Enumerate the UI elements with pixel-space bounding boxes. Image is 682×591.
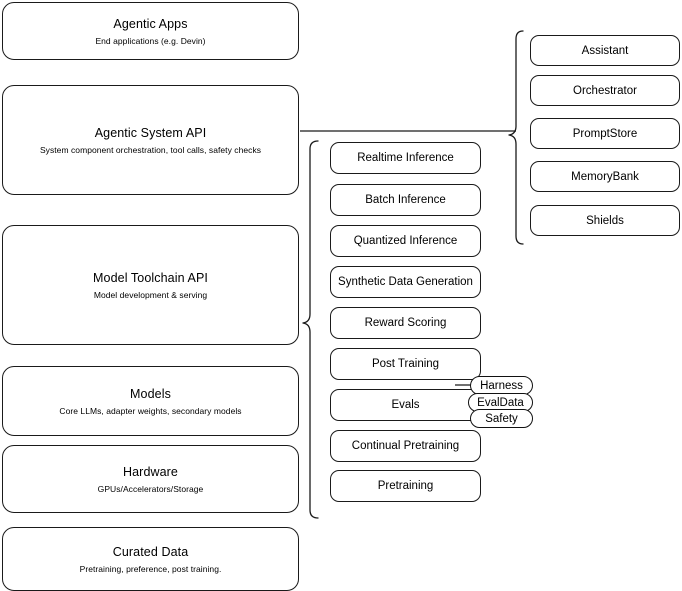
capability-label: Reward Scoring (364, 317, 447, 329)
layer-agentic-system-api[interactable]: Agentic System API System component orch… (2, 85, 299, 195)
capability-reward-scoring[interactable]: Reward Scoring (330, 307, 481, 339)
capability-evals[interactable]: Evals (330, 389, 481, 421)
layer-title: Models (130, 386, 171, 401)
layer-title: Model Toolchain API (93, 270, 208, 285)
evals-pill-label: EvalData (477, 396, 524, 409)
evals-pill-safety[interactable]: Safety (470, 409, 533, 428)
component-shields[interactable]: Shields (530, 205, 680, 236)
layer-title: Curated Data (112, 544, 189, 559)
layer-title: Agentic System API (94, 125, 207, 140)
component-promptstore[interactable]: PromptStore (530, 118, 680, 149)
component-memorybank[interactable]: MemoryBank (530, 161, 680, 192)
evals-pill-evaldata[interactable]: EvalData (468, 393, 533, 412)
evals-pill-label: Safety (485, 412, 518, 425)
layer-hardware[interactable]: Hardware GPUs/Accelerators/Storage (2, 445, 299, 513)
capability-label: Evals (391, 399, 420, 411)
capability-pretraining[interactable]: Pretraining (330, 470, 481, 502)
component-label: Assistant (581, 44, 629, 57)
capability-label: Batch Inference (365, 194, 446, 206)
layer-subtitle: Model development & serving (93, 289, 208, 300)
capability-synthetic-data-generation[interactable]: Synthetic Data Generation (330, 266, 481, 298)
layer-agentic-apps[interactable]: Agentic Apps End applications (e.g. Devi… (2, 2, 299, 60)
layer-subtitle: System component orchestration, tool cal… (39, 144, 262, 155)
layer-model-toolchain-api[interactable]: Model Toolchain API Model development & … (2, 225, 299, 345)
layer-subtitle: Pretraining, preference, post training. (79, 563, 222, 574)
capability-batch-inference[interactable]: Batch Inference (330, 184, 481, 216)
component-label: PromptStore (572, 127, 638, 140)
capability-quantized-inference[interactable]: Quantized Inference (330, 225, 481, 257)
capability-realtime-inference[interactable]: Realtime Inference (330, 142, 481, 174)
component-label: Shields (586, 214, 624, 227)
layer-models[interactable]: Models Core LLMs, adapter weights, secon… (2, 366, 299, 436)
capability-label: Realtime Inference (357, 152, 454, 164)
layer-title: Agentic Apps (113, 16, 188, 31)
layer-subtitle: Core LLMs, adapter weights, secondary mo… (59, 405, 242, 416)
evals-pill-label: Harness (480, 379, 523, 392)
capability-label: Post Training (371, 358, 440, 370)
component-label: MemoryBank (571, 170, 639, 183)
layer-subtitle: End applications (e.g. Devin) (95, 35, 206, 46)
component-label: Orchestrator (573, 84, 637, 97)
evals-pill-harness[interactable]: Harness (470, 376, 533, 395)
capability-post-training[interactable]: Post Training (330, 348, 481, 380)
layer-curated-data[interactable]: Curated Data Pretraining, preference, po… (2, 527, 299, 591)
layer-subtitle: GPUs/Accelerators/Storage (97, 483, 204, 494)
component-assistant[interactable]: Assistant (530, 35, 680, 66)
capability-label: Continual Pretraining (351, 440, 460, 452)
layer-title: Hardware (123, 464, 178, 479)
capability-label: Pretraining (377, 480, 434, 492)
component-orchestrator[interactable]: Orchestrator (530, 75, 680, 106)
capability-label: Synthetic Data Generation (338, 276, 473, 288)
capability-label: Quantized Inference (353, 235, 458, 247)
capability-continual-pretraining[interactable]: Continual Pretraining (330, 430, 481, 462)
